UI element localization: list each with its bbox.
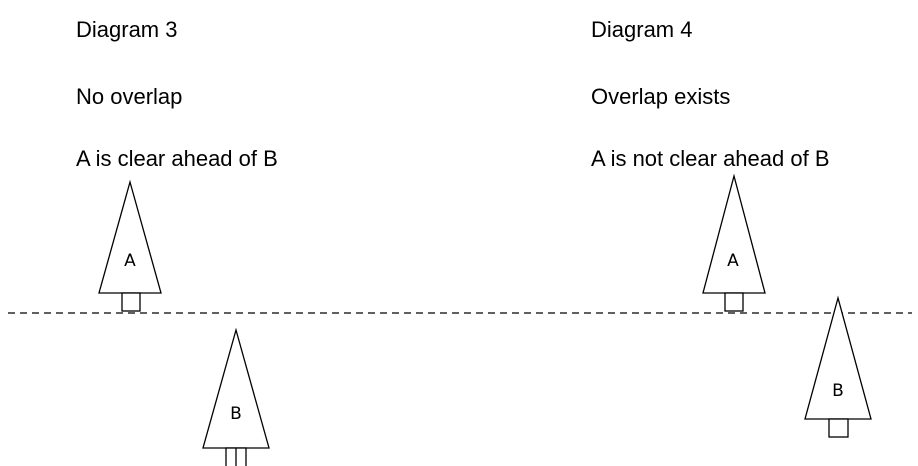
- diagram3-caption: A is clear ahead of B: [76, 146, 278, 171]
- boat-a-hull: [98, 179, 162, 294]
- diagram4-status: Overlap exists: [591, 84, 731, 109]
- boat-a-hull: [702, 173, 766, 294]
- boat-a-transom: [724, 292, 744, 312]
- diagram4-boat-b: B: [804, 295, 872, 438]
- boat-b-transom: [828, 418, 849, 438]
- boat-b-label: B: [230, 404, 242, 424]
- diagram3-boat-b: B: [202, 327, 270, 466]
- boat-a-label: A: [124, 251, 136, 271]
- boat-b-hull: [202, 327, 270, 449]
- diagram4-title: Diagram 4: [591, 17, 693, 42]
- diagram3-boat-a: A: [98, 179, 162, 312]
- diagram3-status: No overlap: [76, 84, 183, 109]
- boat-a-label: A: [727, 251, 739, 271]
- boat-a-transom: [121, 292, 141, 312]
- diagram4-caption: A is not clear ahead of B: [591, 146, 830, 171]
- boat-b-label: B: [832, 381, 844, 401]
- diagram4-boat-a: A: [702, 173, 766, 312]
- diagram3-title: Diagram 3: [76, 17, 178, 42]
